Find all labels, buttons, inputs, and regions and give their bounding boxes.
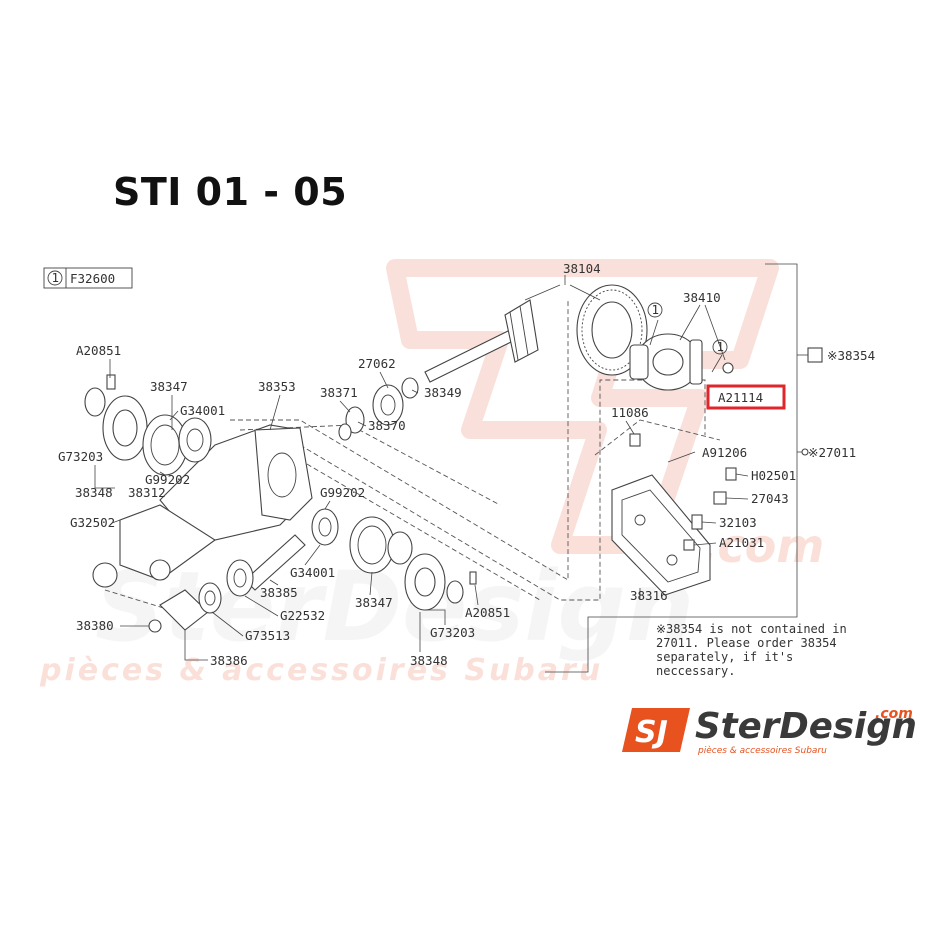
logo-domain: .com <box>875 706 913 722</box>
label-38349: 38349 <box>424 385 462 400</box>
middle-bearings <box>244 377 419 591</box>
label-38354: ※38354 <box>827 348 875 363</box>
left-side-assembly <box>84 374 212 476</box>
label-G73203-bottom: G73203 <box>430 625 475 640</box>
label-G73513: G73513 <box>245 628 290 643</box>
highlight-box: A21114 <box>706 384 786 410</box>
page-title: STI 01 - 05 <box>113 170 348 214</box>
ref-circle-number: 1 <box>52 270 60 285</box>
reference-box: 1 F32600 <box>43 267 133 289</box>
note-line-3: separately, if it's <box>656 650 793 664</box>
label-A91206: A91206 <box>702 445 747 460</box>
sterdesign-logo: SJ SterDesign .com pièces & accessoires … <box>622 706 917 756</box>
label-G34001-mid: G34001 <box>290 565 335 580</box>
circle-label-1b: 1 <box>717 339 725 354</box>
circle-label-1a: 1 <box>652 302 660 317</box>
label-A21114: A21114 <box>718 390 763 405</box>
label-G73203-left: G73203 <box>58 449 103 464</box>
bottom-right-flange <box>404 553 477 611</box>
logo-mark <box>622 708 690 752</box>
label-H02501: H02501 <box>751 468 796 483</box>
label-38353: 38353 <box>258 379 296 394</box>
label-A21031: A21031 <box>719 535 764 550</box>
label-32103: 32103 <box>719 515 757 530</box>
label-27043: 27043 <box>751 491 789 506</box>
label-27011: ※27011 <box>808 445 856 460</box>
label-38316: 38316 <box>630 588 668 603</box>
bottom-left-pieces <box>148 559 254 633</box>
note-line-1: ※38354 is not contained in <box>656 622 847 636</box>
label-38385: 38385 <box>260 585 298 600</box>
label-38348-left: 38348 <box>75 485 113 500</box>
footnote: ※38354 is not contained in 27011. Please… <box>656 622 847 678</box>
label-38386: 38386 <box>210 653 248 668</box>
label-27062: 27062 <box>358 356 396 371</box>
part-labels: 38104 38410 ※38354 ※27011 A20851 38347 3… <box>58 261 875 668</box>
differential-case-38410 <box>629 302 734 391</box>
label-G32502: G32502 <box>70 515 115 530</box>
logo-mark-text: SJ <box>635 715 668 750</box>
label-11086: 11086 <box>611 405 649 420</box>
label-A20851-top: A20851 <box>76 343 121 358</box>
pinion-gear-38104 <box>424 275 648 383</box>
housing-38353 <box>92 394 313 588</box>
label-38312: 38312 <box>128 485 166 500</box>
watermark-domain: .com <box>700 519 824 573</box>
label-38380: 38380 <box>76 618 114 633</box>
note-line-2: 27011. Please order 38354 <box>656 636 837 650</box>
label-38347-mid: 38347 <box>355 595 393 610</box>
watermark-tagline: pièces & accessoires Subaru <box>39 653 603 688</box>
ref-code: F32600 <box>70 271 115 286</box>
label-leaders <box>94 359 749 661</box>
label-G99202-left: G99202 <box>145 472 190 487</box>
note-line-4: neccessary. <box>656 664 735 678</box>
label-38410: 38410 <box>683 290 721 305</box>
label-G34001-top: G34001 <box>180 403 225 418</box>
rear-cover-38316 <box>611 474 711 600</box>
label-38370: 38370 <box>368 418 406 433</box>
label-A20851-bottom: A20851 <box>465 605 510 620</box>
label-38371: 38371 <box>320 385 358 400</box>
label-38348-bottom: 38348 <box>410 653 448 668</box>
logo-tagline: pièces & accessoires Subaru <box>697 745 827 756</box>
logo-brand: SterDesign <box>695 706 917 747</box>
label-38104: 38104 <box>563 261 601 276</box>
label-38347-top: 38347 <box>150 379 188 394</box>
label-G22532: G22532 <box>280 608 325 623</box>
label-G99202-mid: G99202 <box>320 485 365 500</box>
